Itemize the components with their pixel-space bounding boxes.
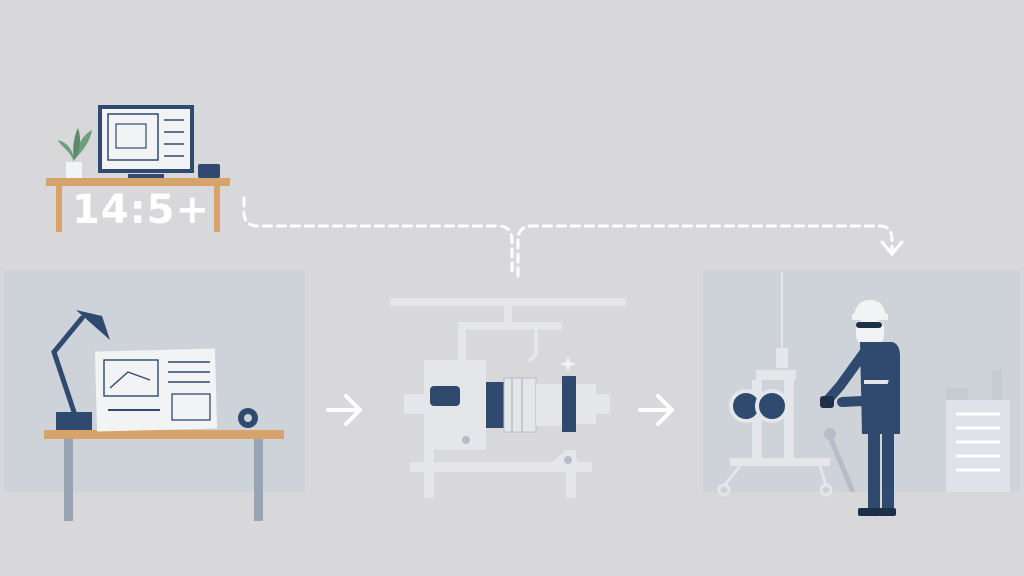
monitor-desk-icon <box>46 105 230 232</box>
inspection-worker-icon <box>820 300 900 516</box>
filing-cabinet-icon <box>946 370 1010 492</box>
dashed-feedback-loop-icon <box>242 196 894 278</box>
right-arrow-icon <box>326 394 362 426</box>
feedback-arrowhead-icon <box>880 240 904 257</box>
drafting-desk-icon <box>44 310 284 521</box>
inspection-rig-icon <box>717 272 855 497</box>
right-arrow-icon <box>638 394 674 426</box>
potted-plant-icon <box>58 128 92 178</box>
time-label: 14:5+ <box>72 187 211 233</box>
assembly-machine-icon <box>390 298 626 498</box>
